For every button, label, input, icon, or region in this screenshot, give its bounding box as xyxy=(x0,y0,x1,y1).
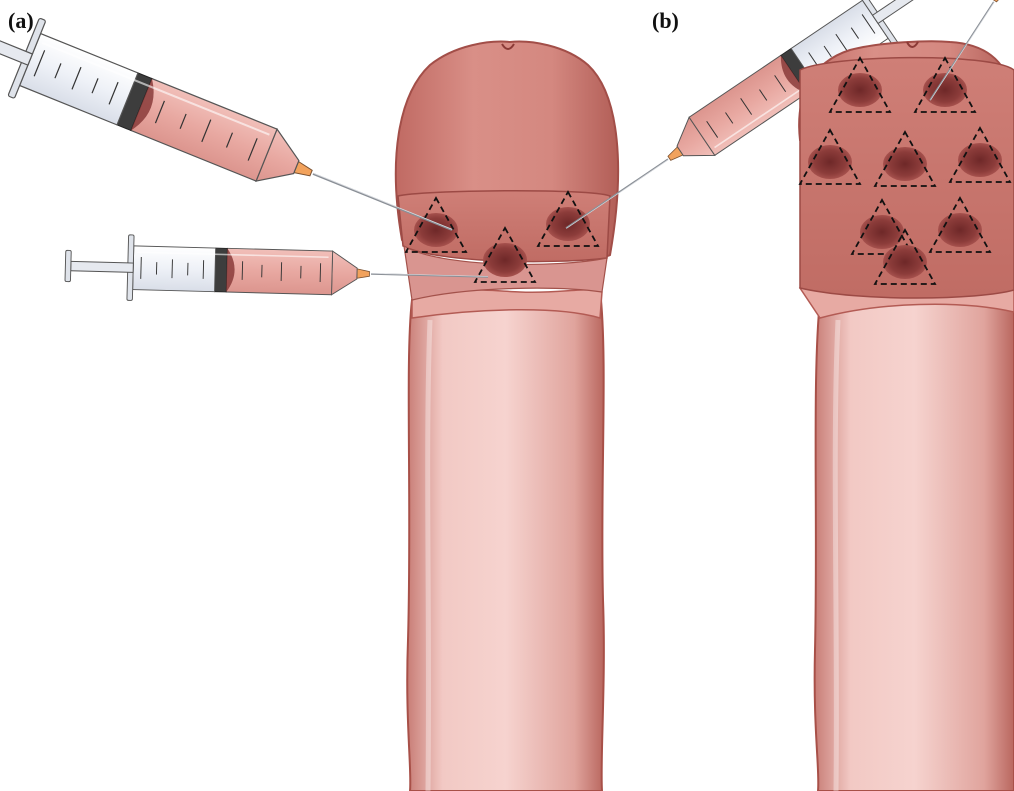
panel-b-anatomy xyxy=(799,41,1014,791)
syringe-icon xyxy=(0,0,468,269)
panel-a-anatomy xyxy=(396,42,618,791)
panel-label-b: (b) xyxy=(652,8,679,34)
panel-label-a: (a) xyxy=(8,8,34,34)
